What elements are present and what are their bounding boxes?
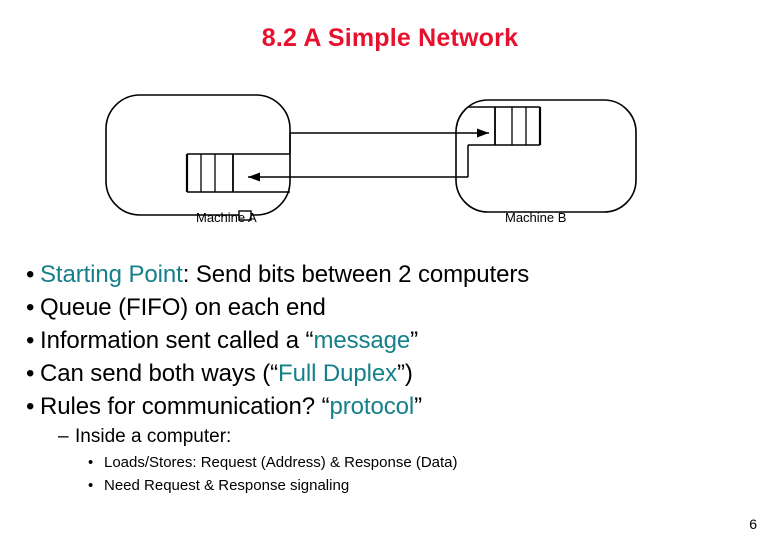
bullet-item: • Need Request & Response signaling	[88, 474, 756, 497]
arrowhead-left-icon	[248, 172, 260, 182]
page-number: 6	[749, 516, 757, 532]
bullet-item: •Queue (FIFO) on each end	[26, 291, 756, 324]
bullet-item: • Loads/Stores: Request (Address) & Respo…	[88, 451, 756, 474]
link-a-to-b	[289, 128, 489, 154]
slide-title: 8.2 A Simple Network	[261, 24, 519, 52]
bullet-text: ”)	[396, 360, 413, 387]
bullet-marker: •	[88, 477, 94, 494]
arrowhead-right-icon	[477, 128, 489, 138]
bullet-text: Rules for communication? “	[40, 393, 330, 420]
bullet-text: Queue (FIFO) on each end	[40, 294, 326, 321]
machine-b-label: Machine B	[505, 210, 566, 225]
bullet-text: ”	[414, 393, 423, 420]
bullet-item: •Starting Point: Send bits between 2 com…	[26, 258, 756, 291]
bullet-text: Can send both ways (“	[40, 360, 279, 387]
bullet-text: Loads/Stores: Request (Address) & Respon…	[104, 454, 458, 471]
bullet-marker: •	[26, 261, 35, 288]
bullet-marker: •	[26, 327, 35, 354]
machine-a-connector-tab	[238, 210, 252, 221]
bullet-text: Inside a computer:	[75, 426, 232, 447]
bullet-text: : Send bits between 2 computers	[182, 261, 530, 288]
bullet-item: •Can send both ways (“Full Duplex”)	[26, 357, 756, 390]
bullet-marker: •	[26, 294, 35, 321]
bullet-text: Need Request & Response signaling	[104, 477, 350, 494]
link-b-to-a	[248, 145, 469, 182]
bullet-highlight-text: protocol	[329, 393, 415, 420]
bullet-highlight-text: Starting Point	[40, 261, 183, 288]
network-diagram-svg: Machine A Machine B	[105, 94, 637, 225]
machine-b-queue	[468, 106, 542, 146]
bullet-text: ”	[410, 327, 419, 354]
bullet-marker: •	[88, 454, 94, 471]
bullet-item: •Information sent called a “message”	[26, 324, 756, 357]
bullet-marker: •	[26, 393, 35, 420]
bullet-highlight-text: Full Duplex	[278, 360, 397, 387]
bullet-highlight-text: message	[313, 327, 411, 354]
machine-a-queue	[185, 153, 290, 193]
bullet-item: •Rules for communication? “protocol”	[26, 390, 756, 423]
machine-b-box	[455, 99, 637, 213]
machine-a-box	[105, 94, 291, 216]
bullet-marker: –	[58, 426, 69, 447]
bullet-marker: •	[26, 360, 35, 387]
machine-a-label: Machine A	[196, 210, 257, 225]
network-diagram: Machine A Machine B	[0, 82, 780, 242]
bullet-item: –Inside a computer:	[58, 423, 756, 451]
bullet-text: Information sent called a “	[40, 327, 314, 354]
bullet-list: •Starting Point: Send bits between 2 com…	[26, 258, 756, 497]
